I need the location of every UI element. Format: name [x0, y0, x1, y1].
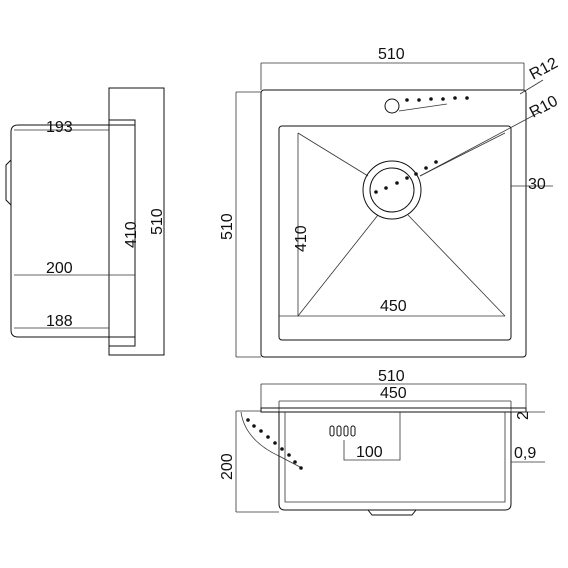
top-width-label: 510 — [378, 46, 405, 63]
drain-inner — [369, 167, 415, 213]
slope-line-bl — [297, 214, 379, 317]
drain-dotted-leader — [374, 160, 438, 194]
side-height-outer-label: 510 — [149, 208, 166, 235]
overflow-slot-3 — [343, 425, 349, 437]
sink-outer-rim — [260, 89, 527, 358]
radius-inner-label: R10 — [527, 93, 561, 122]
side-view-bowl-profile — [10, 124, 135, 338]
side-view: 193 200 188 410 510 — [5, 87, 166, 356]
radius-r12-leader — [519, 79, 544, 95]
front-inner-width-label: 450 — [380, 385, 407, 402]
overflow-slot-2 — [336, 425, 342, 437]
inner-height-label: 410 — [293, 225, 310, 252]
overflow-slot-4 — [350, 425, 356, 437]
front-bowl-body — [278, 412, 512, 511]
depth-label: 200 — [219, 453, 236, 480]
top-height-label: 510 — [219, 213, 236, 240]
side-depth-label: 193 — [46, 119, 73, 136]
radius-r10-leader — [419, 111, 541, 177]
sink-inner-bowl — [278, 125, 512, 341]
tap-dotted-leader — [405, 96, 469, 102]
front-drain-stub — [367, 509, 417, 516]
sheet-label: 0,9 — [514, 445, 536, 462]
sink-bowl-bottom — [297, 133, 505, 317]
flange-label: 30 — [528, 176, 546, 193]
side-view-flange-frame — [108, 119, 136, 347]
overflow-dim-bracket — [343, 412, 401, 461]
radius-outer-label: R12 — [527, 55, 561, 84]
section-arc — [240, 411, 280, 457]
drain-outer — [362, 160, 422, 220]
thickness-label: 2 — [515, 411, 532, 420]
tap-hole — [384, 98, 400, 114]
section-dotted-leader — [246, 418, 303, 470]
slope-line-tl — [297, 132, 369, 177]
front-width-label: 510 — [378, 368, 405, 385]
slope-line-br — [407, 214, 506, 317]
front-bowl-inner — [284, 412, 506, 503]
side-bottom-label: 188 — [46, 313, 73, 330]
side-height-inner-label: 410 — [123, 221, 140, 248]
inner-width-label: 450 — [380, 298, 407, 315]
top-view: 510 510 R12 R10 — [219, 46, 561, 358]
overflow-label: 100 — [356, 444, 383, 461]
side-mid-label: 200 — [46, 260, 73, 277]
front-view: 510 450 100 2 0,9 200 — [219, 368, 545, 516]
overflow-slot-1 — [329, 425, 335, 437]
side-view-drain-stub — [5, 159, 12, 206]
front-rim — [260, 407, 527, 413]
